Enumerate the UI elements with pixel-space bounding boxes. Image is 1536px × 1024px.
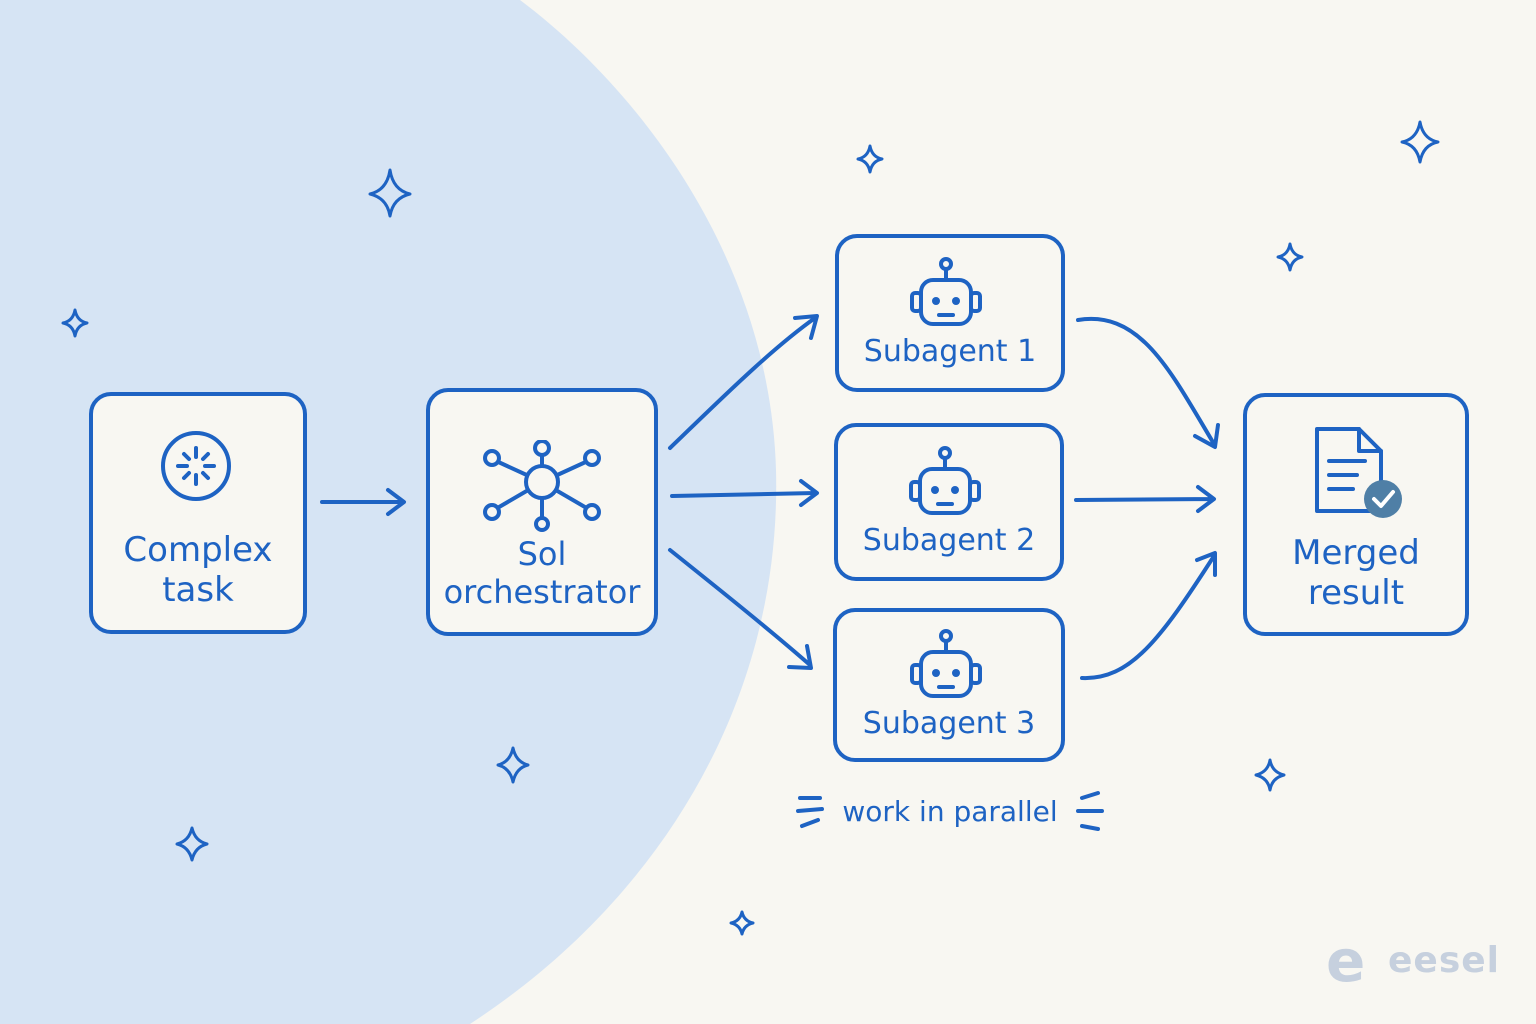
sparkle-star-icon — [496, 746, 530, 784]
arrow-orchestrator-to-subagent-1 — [668, 314, 819, 450]
complex-task-label: Complex task — [123, 530, 273, 611]
hub-network-icon — [483, 440, 601, 532]
sparkle-star-icon — [1254, 758, 1286, 792]
subagent-1-label: Subagent 1 — [863, 334, 1037, 369]
document-check-icon — [1315, 427, 1402, 518]
arrow-orchestrator-to-subagent-3 — [668, 548, 813, 670]
robot-icon — [910, 629, 982, 698]
parallel-caption-text: work in parallel — [842, 795, 1058, 828]
sparkle-star-icon — [1400, 120, 1440, 164]
robot-icon — [909, 446, 981, 515]
logo-wordmark: eesel — [1388, 940, 1501, 981]
merged-result-node: Merged result — [1243, 393, 1469, 636]
arrow-orchestrator-to-subagent-2 — [670, 479, 819, 507]
subagent-3-label: Subagent 3 — [862, 706, 1036, 741]
caption-right-dashes — [1076, 791, 1104, 831]
sparkle-star-icon — [729, 910, 755, 936]
subagent-1-node: Subagent 1 — [835, 234, 1065, 392]
sparkle-star-icon — [1276, 242, 1304, 272]
parallel-caption: work in parallel — [790, 787, 1110, 837]
subagent-3-node: Subagent 3 — [833, 608, 1065, 762]
robot-icon — [910, 257, 982, 326]
sparkle-star-icon — [368, 168, 412, 218]
orchestrator-node: Sol orchestrator — [426, 388, 658, 636]
sparkle-star-icon — [175, 826, 209, 862]
merged-result-label: Merged result — [1292, 533, 1420, 614]
eesel-logo: e eesel — [1326, 927, 1499, 995]
arrow-subagent-2-to-merged — [1074, 485, 1216, 513]
complex-task-node: Complex task — [89, 392, 307, 634]
orchestrator-label: Sol orchestrator — [443, 535, 641, 611]
sparkle-circle-icon — [161, 431, 231, 501]
arrow-subagent-1-to-merged — [1076, 316, 1220, 449]
subagent-2-label: Subagent 2 — [862, 523, 1036, 558]
caption-left-dashes — [796, 796, 824, 828]
logo-mark-icon: e — [1326, 927, 1366, 995]
sparkle-star-icon — [61, 308, 89, 338]
arrow-task-to-orchestrator — [320, 488, 406, 516]
sparkle-star-icon — [856, 144, 884, 174]
arrow-subagent-3-to-merged — [1080, 551, 1217, 681]
subagent-2-node: Subagent 2 — [834, 423, 1064, 581]
